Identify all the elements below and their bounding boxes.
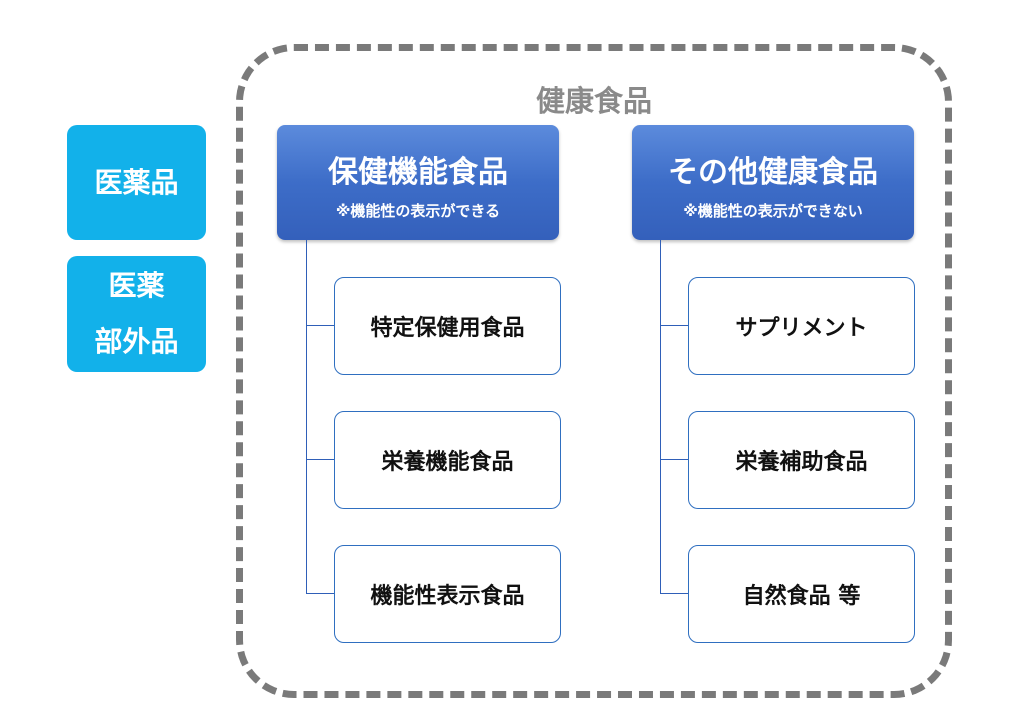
category-title: 保健機能食品 (328, 155, 508, 190)
connector-branch (660, 325, 689, 326)
connector-branch (660, 459, 689, 460)
pharmaceuticals-box: 医薬品 (67, 125, 206, 240)
quasi-drugs-label-line1: 医薬 (108, 269, 165, 302)
item-label: 機能性表示食品 (370, 584, 525, 609)
quasi-drugs-label-line2: 部外品 (94, 325, 179, 358)
item-box: サプリメント (688, 277, 915, 375)
health-foods-frame (236, 44, 952, 698)
connector-branch (306, 459, 335, 460)
category-note: ※機能性の表示ができない (683, 202, 863, 220)
category-note: ※機能性の表示ができる (335, 202, 501, 220)
item-label: 栄養補助食品 (735, 450, 868, 475)
item-label: サプリメント (735, 316, 868, 341)
connector-branch (306, 593, 335, 594)
quasi-drugs-box: 医薬 部外品 (67, 256, 206, 372)
health-foods-title: 健康食品 (535, 84, 652, 118)
item-box: 特定保健用食品 (334, 277, 561, 375)
connector-vertical (306, 240, 307, 593)
category-header-foods-with-health-claims: 保健機能食品 ※機能性の表示ができる (277, 125, 559, 240)
item-label: 特定保健用食品 (370, 316, 525, 341)
connector-branch (306, 325, 335, 326)
item-box: 機能性表示食品 (334, 545, 561, 643)
connector-vertical (660, 240, 661, 593)
pharmaceuticals-label: 医薬品 (94, 165, 179, 199)
item-label: 自然食品 等 (742, 584, 861, 609)
category-title: その他健康食品 (668, 155, 878, 190)
category-header-other-health-foods: その他健康食品 ※機能性の表示ができない (632, 125, 914, 240)
item-label: 栄養機能食品 (381, 450, 514, 475)
item-box: 栄養補助食品 (688, 411, 915, 509)
item-box: 自然食品 等 (688, 545, 915, 643)
item-box: 栄養機能食品 (334, 411, 561, 509)
connector-branch (660, 593, 689, 594)
